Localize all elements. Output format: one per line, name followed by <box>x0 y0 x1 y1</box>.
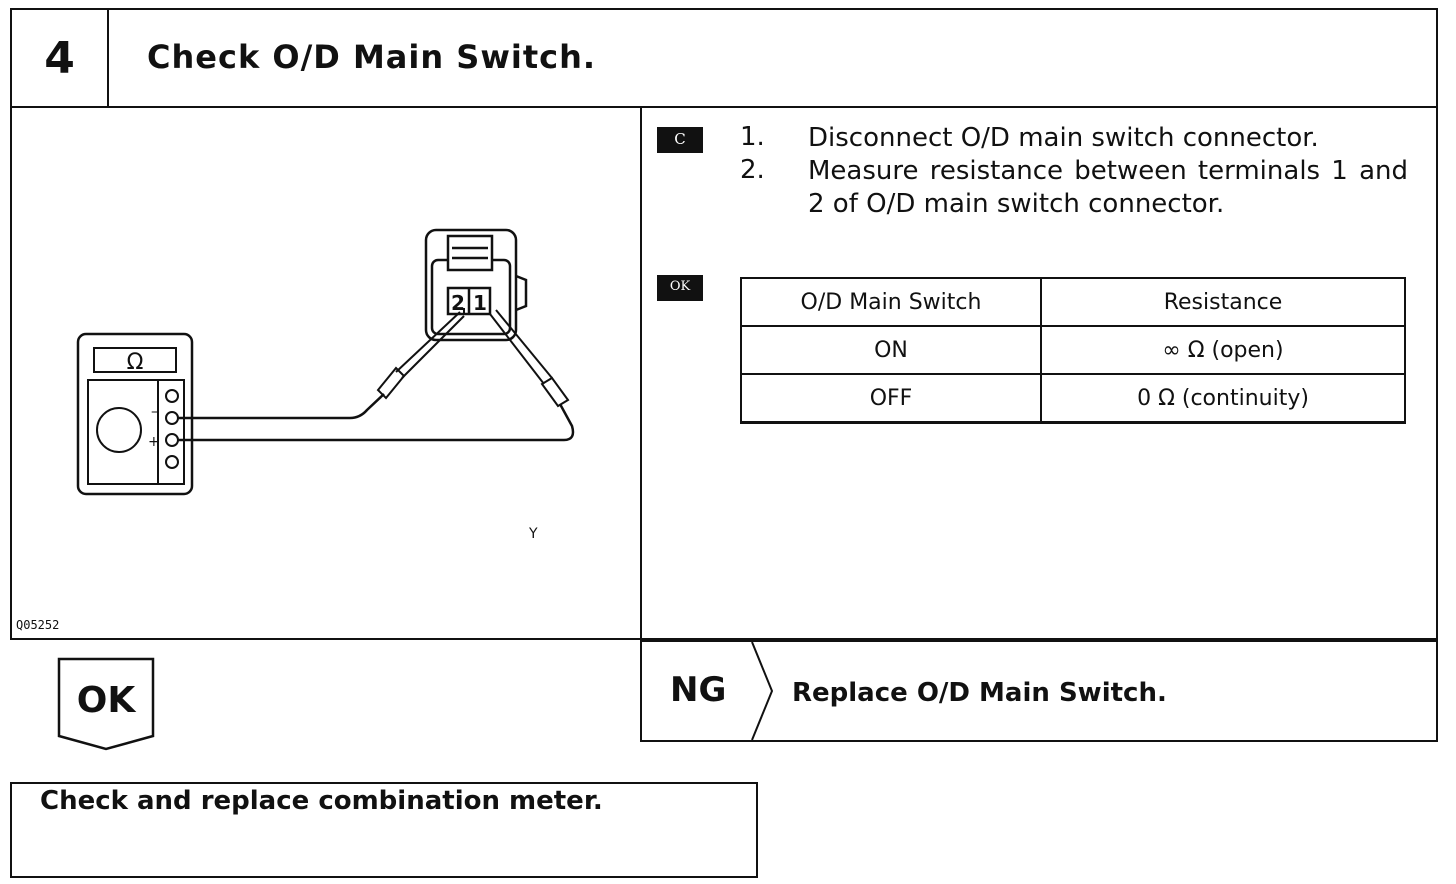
lead-wire-negative <box>178 393 385 420</box>
terminal-2-label: 2 <box>451 291 465 315</box>
tag-check: C <box>657 127 703 153</box>
table-row: ON ∞ Ω (open) <box>740 325 1406 375</box>
lead-wire-positive <box>178 403 575 442</box>
meter-jack-1 <box>165 389 179 403</box>
terminal-1-label: 1 <box>473 291 487 315</box>
final-step-text: Check and replace combination meter. <box>40 786 603 816</box>
ng-label: NG <box>670 670 727 710</box>
ohmmeter-body <box>76 332 194 496</box>
meter-minus-sign: – <box>151 404 158 420</box>
ng-action-text: Replace O/D Main Switch. <box>792 678 1167 708</box>
switch-connector <box>424 228 528 342</box>
table-cell-switch: OFF <box>740 373 1042 424</box>
figure-marker: Y <box>529 526 538 542</box>
header-divider <box>107 10 109 106</box>
content-panel: Ω – + <box>10 106 1438 640</box>
table-cell-switch: ON <box>740 325 1042 375</box>
step-2-text: Measure resistance between terminals 1 a… <box>808 156 1408 219</box>
final-step-box: Check and replace combination meter. <box>10 782 758 878</box>
step-1-number: 1. <box>740 122 765 152</box>
probe-left <box>376 308 465 400</box>
ohmmeter-diagram: Ω – + <box>76 228 575 496</box>
ohmmeter-display <box>93 347 177 373</box>
table-header-switch: O/D Main Switch <box>740 277 1042 327</box>
table-header-resistance: Resistance <box>1040 277 1406 327</box>
table-header-row: O/D Main Switch Resistance <box>740 277 1406 327</box>
meter-jack-4 <box>165 455 179 469</box>
table-row: OFF 0 Ω (continuity) <box>740 373 1406 424</box>
step-1-text: Disconnect O/D main switch connector. <box>808 123 1319 153</box>
meter-jack-minus <box>165 411 179 425</box>
resistance-table: O/D Main Switch Resistance ON ∞ Ω (open)… <box>740 277 1406 424</box>
ng-branch-box: NG Replace O/D Main Switch. <box>640 640 1438 742</box>
content-divider <box>640 108 642 638</box>
ng-chevron <box>751 642 774 740</box>
ohmmeter-symbol: Ω <box>127 350 144 375</box>
meter-plus-sign: + <box>148 434 160 450</box>
step-header: 4 Check O/D Main Switch. <box>10 8 1438 108</box>
figure-code: Q05252 <box>16 618 60 632</box>
ok-label: OK <box>76 680 136 721</box>
tag-ok: OK <box>657 275 703 301</box>
step-2-number: 2. <box>740 155 765 185</box>
table-cell-resistance: ∞ Ω (open) <box>1040 325 1406 375</box>
ohmmeter-panel <box>87 379 185 485</box>
step-number: 4 <box>44 32 75 84</box>
probe-right <box>489 309 570 408</box>
table-cell-resistance: 0 Ω (continuity) <box>1040 373 1406 424</box>
step-title: Check O/D Main Switch. <box>147 38 597 76</box>
meter-jack-plus <box>165 433 179 447</box>
ok-arrow-shape <box>57 657 155 751</box>
ohmmeter-dial <box>96 407 142 453</box>
